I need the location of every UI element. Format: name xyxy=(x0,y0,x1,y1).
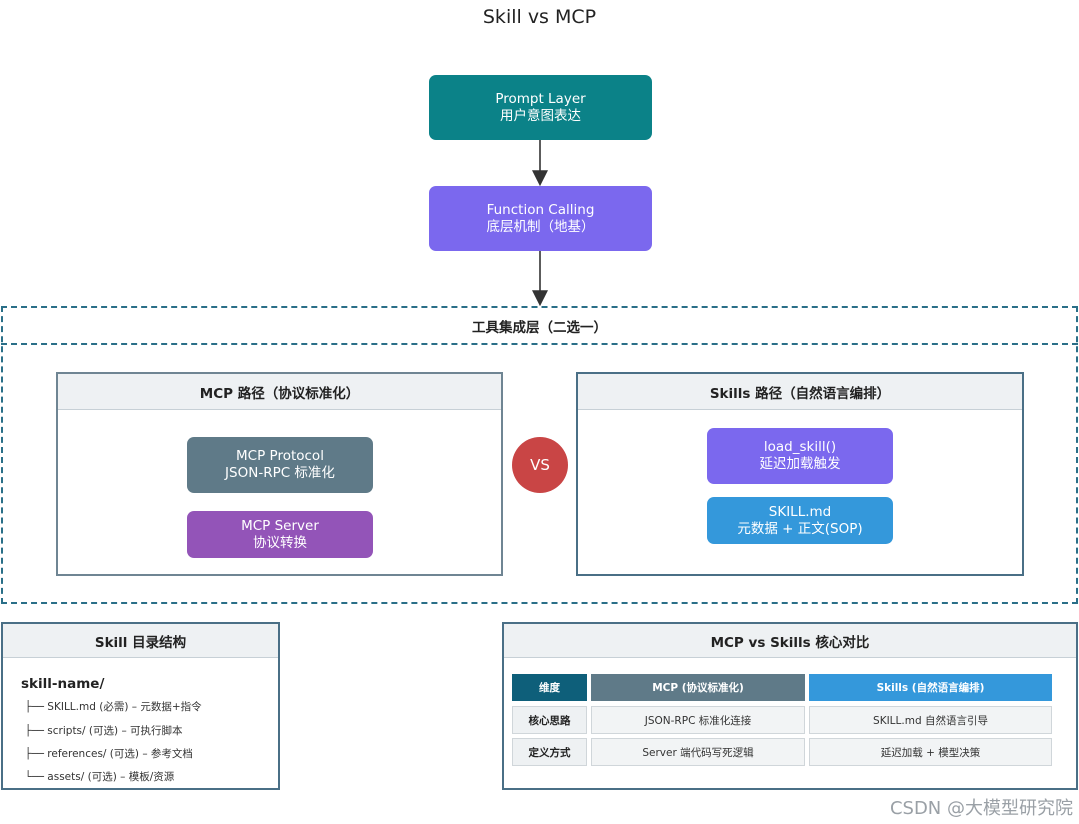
skill-directory-line-assets: └── assets/ (可选) – 模板/资源 xyxy=(25,771,175,783)
comparison-header-mcp: MCP (协议标准化) xyxy=(591,674,805,701)
load-skill-subtitle: 延迟加载触发 xyxy=(759,456,841,472)
integration-layer-label: 工具集成层（二选一） xyxy=(472,319,607,336)
comparison-header-skills: Skills (自然语言编排) xyxy=(809,674,1052,701)
comparison-header-dimension: 维度 xyxy=(512,674,587,701)
diagram-title: Skill vs MCP xyxy=(482,6,597,28)
skill-md-title: SKILL.md xyxy=(768,503,832,520)
skill-directory-panel: Skill 目录结构 xyxy=(1,622,280,790)
comparison-row-core-mcp: JSON-RPC 标准化连接 xyxy=(591,706,805,734)
prompt-layer-box: Prompt Layer 用户意图表达 xyxy=(429,75,652,140)
integration-layer-frame xyxy=(1,306,1078,604)
vs-badge: VS xyxy=(512,437,568,493)
comparison-row-core-label: 核心思路 xyxy=(512,706,587,734)
function-calling-box: Function Calling 底层机制（地基） xyxy=(429,186,652,251)
mcp-server-subtitle: 协议转换 xyxy=(253,534,307,551)
comparison-row-definition-mcp: Server 端代码写死逻辑 xyxy=(591,738,805,766)
mcp-protocol-box: MCP Protocol JSON-RPC 标准化 xyxy=(187,437,373,493)
mcp-server-title: MCP Server xyxy=(241,517,319,534)
load-skill-title: load_skill() xyxy=(763,439,837,455)
comparison-row-definition-label: 定义方式 xyxy=(512,738,587,766)
function-calling-title: Function Calling xyxy=(486,201,595,218)
comparison-row-core-skills: SKILL.md 自然语言引导 xyxy=(809,706,1052,734)
prompt-layer-title: Prompt Layer xyxy=(495,90,586,107)
skill-md-subtitle: 元数据 + 正文(SOP) xyxy=(737,520,863,537)
mcp-path-title: MCP 路径（协议标准化） xyxy=(58,374,501,410)
load-skill-box: load_skill() 延迟加载触发 xyxy=(707,428,893,484)
integration-layer-divider xyxy=(1,343,1078,345)
skills-path-title: Skills 路径（自然语言编排） xyxy=(578,374,1022,410)
skill-directory-line-skillmd: ├── SKILL.md (必需) – 元数据+指令 xyxy=(25,701,202,713)
comparison-row-definition-skills: 延迟加载 + 模型决策 xyxy=(809,738,1052,766)
mcp-protocol-title: MCP Protocol xyxy=(236,448,324,464)
mcp-protocol-subtitle: JSON-RPC 标准化 xyxy=(225,465,335,481)
skill-md-box: SKILL.md 元数据 + 正文(SOP) xyxy=(707,497,893,544)
skill-directory-line-scripts: ├── scripts/ (可选) – 可执行脚本 xyxy=(25,725,183,737)
comparison-title: MCP vs Skills 核心对比 xyxy=(504,624,1076,658)
prompt-layer-subtitle: 用户意图表达 xyxy=(500,107,581,124)
watermark: CSDN @大模型研究院 xyxy=(889,798,1073,819)
skill-directory-root: skill-name/ xyxy=(21,676,105,692)
skill-directory-title: Skill 目录结构 xyxy=(3,624,278,658)
function-calling-subtitle: 底层机制（地基） xyxy=(486,218,595,235)
mcp-server-box: MCP Server 协议转换 xyxy=(187,511,373,558)
skill-directory-line-references: ├── references/ (可选) – 参考文档 xyxy=(25,748,193,760)
